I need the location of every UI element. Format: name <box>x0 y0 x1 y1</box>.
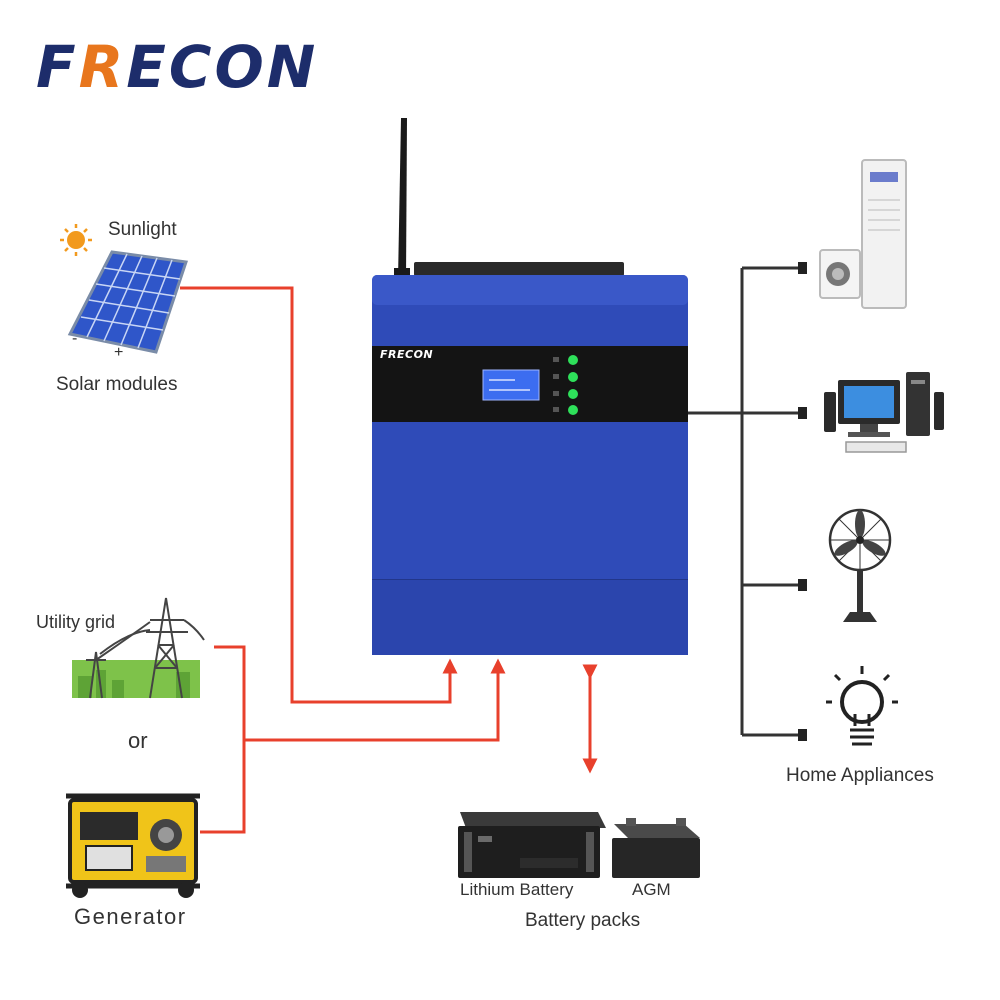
lcd-screen <box>482 369 540 401</box>
inverter-unit <box>372 118 688 655</box>
generator-label: Generator <box>74 904 187 929</box>
battery-packs-label: Battery packs <box>525 910 641 931</box>
output-wires <box>688 266 800 737</box>
computer-icon <box>824 372 944 453</box>
grid-wire <box>214 645 506 742</box>
solar-plus-label: + <box>114 344 124 361</box>
solar-modules-label: Solar modules <box>56 374 178 395</box>
lithium-battery-label: Lithium Battery <box>460 880 574 899</box>
utility-grid-icon <box>72 597 205 699</box>
utility-grid-label: Utility grid <box>36 612 116 632</box>
solar-wire <box>180 286 458 704</box>
home-appliances-label: Home Appliances <box>786 765 934 786</box>
solar-minus-label: - <box>72 330 78 347</box>
status-leds <box>568 355 578 415</box>
fan-icon <box>828 508 892 622</box>
air-conditioner-icon <box>819 159 907 309</box>
plug-icons <box>798 262 807 741</box>
solar-panel-icon <box>67 250 188 354</box>
sun-icon <box>60 224 92 256</box>
antenna-icon <box>394 118 410 282</box>
inverter-panel-logo: FRECON <box>380 348 434 361</box>
agm-label: AGM <box>632 880 671 899</box>
lithium-battery-icon <box>458 812 606 878</box>
generator-icon <box>66 793 200 898</box>
input-wires <box>180 286 598 834</box>
generator-wire <box>200 740 246 834</box>
mounting-bracket <box>414 262 624 276</box>
or-label: or <box>128 728 148 753</box>
frecon-logo: FRECON <box>36 33 319 101</box>
sunlight-label: Sunlight <box>108 219 177 240</box>
light-bulb-icon <box>826 666 898 746</box>
agm-battery-icon <box>612 818 700 878</box>
